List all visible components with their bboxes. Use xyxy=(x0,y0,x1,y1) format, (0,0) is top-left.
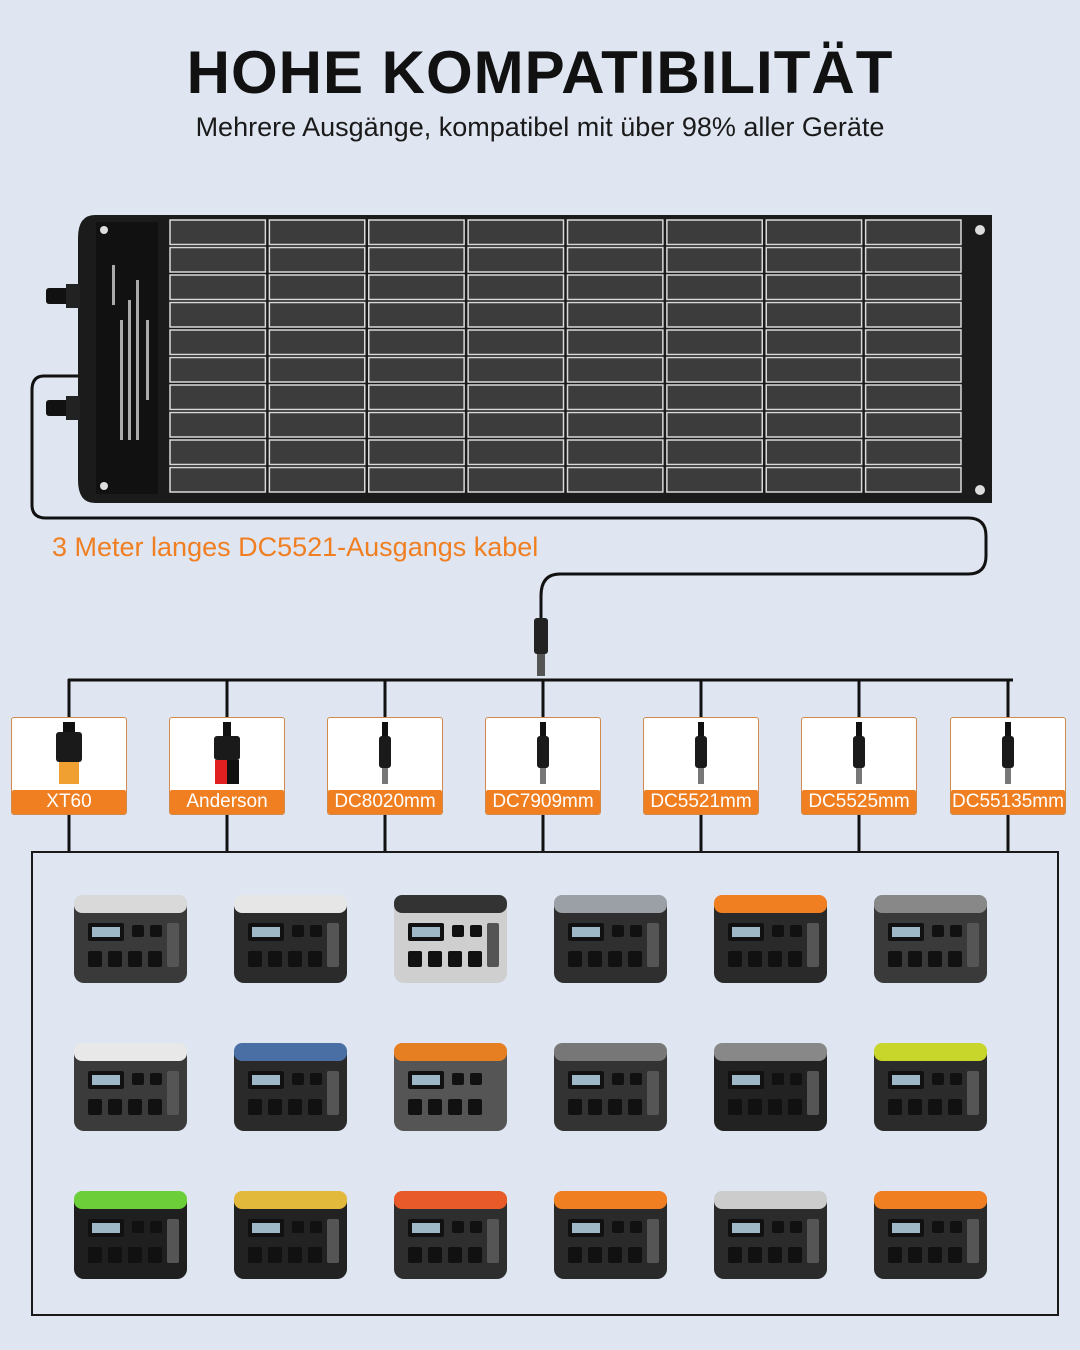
connector-label: XT60 xyxy=(12,790,126,814)
power-station-icon xyxy=(548,881,673,996)
power-station-icon xyxy=(228,1029,353,1144)
power-station-icon xyxy=(388,1029,513,1144)
connector-anderson: Anderson xyxy=(169,717,285,815)
connector-dc8020mm: DC8020mm xyxy=(327,717,443,815)
power-station-icon xyxy=(868,1177,993,1292)
connector-label: DC8020mm xyxy=(328,790,442,814)
power-station-icon xyxy=(388,881,513,996)
connector-label: Anderson xyxy=(170,790,284,814)
power-station-icon xyxy=(708,881,833,996)
connector-dc5521mm: DC5521mm xyxy=(643,717,759,815)
connector-dc7909mm: DC7909mm xyxy=(485,717,601,815)
power-station-icon xyxy=(228,881,353,996)
power-station-icon xyxy=(548,1177,673,1292)
power-station-icon xyxy=(708,1177,833,1292)
page-title: HOHE KOMPATIBILITÄT xyxy=(186,39,894,106)
power-station-icon xyxy=(68,1177,193,1292)
connector-label: DC5521mm xyxy=(644,790,758,814)
power-station-icon xyxy=(68,1029,193,1144)
page-subtitle: Mehrere Ausgänge, kompatibel mit über 98… xyxy=(195,112,885,142)
connector-label: DC55135mm xyxy=(951,790,1065,814)
power-station-icon xyxy=(708,1029,833,1144)
power-station-icon xyxy=(228,1177,353,1292)
power-station-icon xyxy=(68,881,193,996)
connector-dc55135mm: DC55135mm xyxy=(950,717,1066,815)
cable-length-label: 3 Meter langes DC5521-Ausgangs kabel xyxy=(52,532,539,562)
power-station-icon xyxy=(868,881,993,996)
power-station-icon xyxy=(868,1029,993,1144)
connector-label: DC5525mm xyxy=(802,790,916,814)
connector-label: DC7909mm xyxy=(486,790,600,814)
connector-xt60: XT60 xyxy=(11,717,127,815)
power-station-icon xyxy=(548,1029,673,1144)
power-station-icon xyxy=(388,1177,513,1292)
connector-dc5525mm: DC5525mm xyxy=(801,717,917,815)
compatible-devices-box xyxy=(31,851,1059,1316)
